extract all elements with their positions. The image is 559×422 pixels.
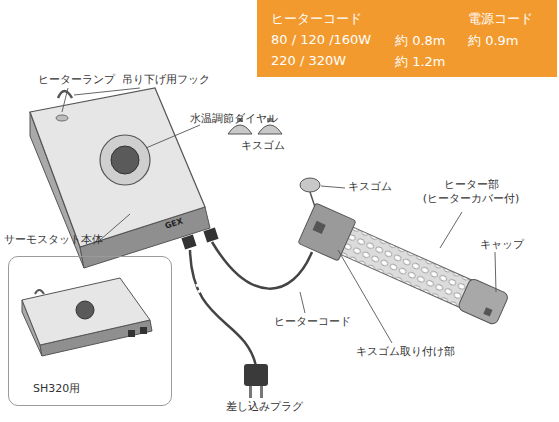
part-label: 差し込みプラグ [226, 400, 303, 414]
leader-lines [62, 88, 496, 343]
plug [244, 364, 268, 398]
part-label: キスゴム [241, 139, 285, 153]
power-cord [190, 250, 256, 366]
node-text: 約 1.2m [395, 53, 445, 71]
part-label: キスゴム取り付け部 [356, 345, 455, 359]
node-text: SH320用 [33, 381, 80, 396]
sh320-device [22, 278, 152, 356]
brand-logo: GEX [164, 216, 184, 231]
node-text: 80 / 120 /160W [271, 32, 371, 47]
node-text: 約 0.8m [395, 32, 445, 50]
node-text: 220 / 320W [271, 53, 346, 68]
node-text: 電源コード [468, 10, 533, 28]
part-label: キャップ [480, 238, 524, 252]
heater-cord [212, 242, 312, 289]
cord-break [196, 280, 208, 292]
part-label: ヒーター部 (ヒーターカバー付) [412, 178, 530, 206]
part-label: キスゴム [348, 180, 392, 194]
part-label: サーモスタット本体 [4, 233, 103, 247]
cord-break [262, 291, 274, 302]
spec-table: ヒーターコード 80 / 120 /160W 約 0.8m 220 / 320W 約 1… [257, 0, 557, 77]
part-label: ヒーターコード [274, 315, 351, 329]
part-label: 吊り下げ用フック [122, 73, 210, 87]
part-label: 水温調節ダイヤル [190, 112, 278, 126]
node-text: ヒーターコード [271, 10, 362, 28]
suction-cups [228, 118, 320, 210]
inset-panel: SH320用 [8, 256, 172, 406]
heater-tube [298, 203, 511, 330]
node-text: 約 0.9m [468, 32, 518, 50]
part-label: ヒーターランプ [38, 73, 115, 87]
